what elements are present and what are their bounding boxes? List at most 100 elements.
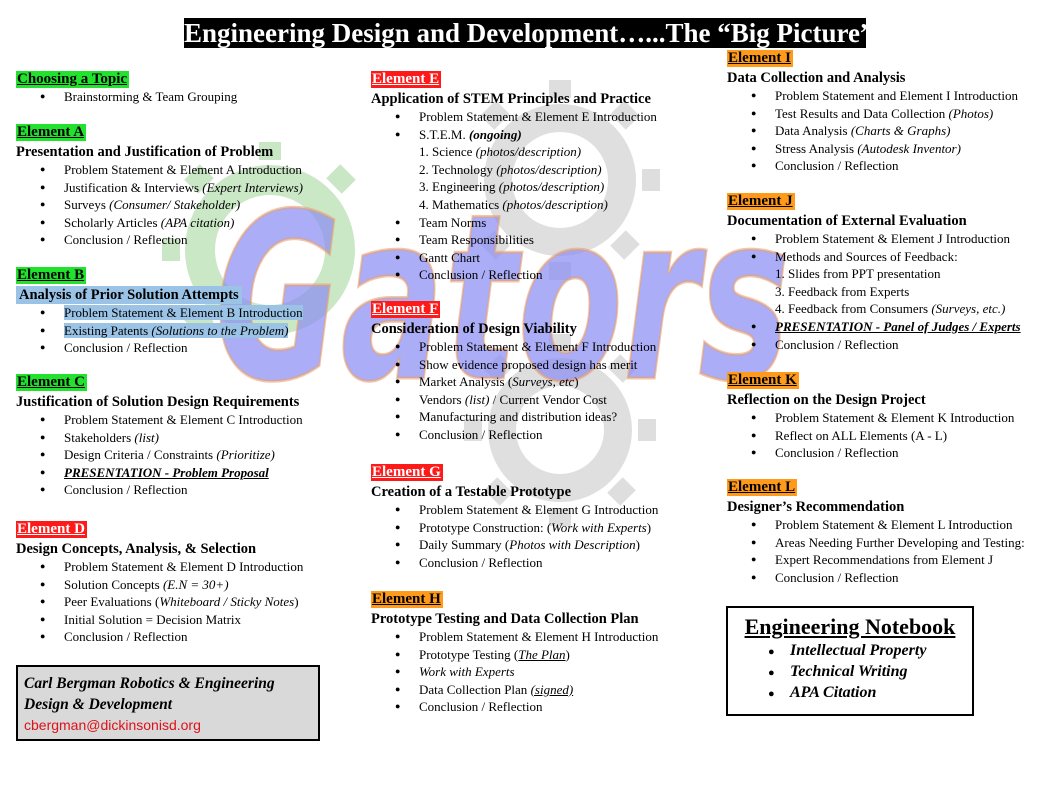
section-heading: Element J <box>727 193 795 210</box>
list-item: Problem Statement & Element B Introducti… <box>16 304 346 322</box>
list-item: Market Analysis (Surveys, etc) <box>371 373 701 391</box>
notebook-item: Technical Writing <box>736 661 964 684</box>
list-item: Areas Needing Further Developing and Tes… <box>727 534 1039 552</box>
list-item: Brainstorming & Team Grouping <box>16 88 346 106</box>
list-item: Conclusion / Reflection <box>727 336 1039 354</box>
list-item: Conclusion / Reflection <box>16 339 346 357</box>
item-list: Problem Statement & Element K Introducti… <box>727 409 1039 462</box>
engineering-notebook-box: Engineering Notebook Intellectual Proper… <box>726 606 974 716</box>
list-item: Problem Statement & Element G Introducti… <box>371 501 701 519</box>
section-element-j: Element J Documentation of External Eval… <box>727 192 1039 353</box>
section-element-l: Element L Designer’s Recommendation Prob… <box>727 478 1039 586</box>
list-item: Conclusion / Reflection <box>727 444 1039 462</box>
section-subtitle: Presentation and Justification of Proble… <box>16 144 274 160</box>
section-element-i: Element I Data Collection and Analysis P… <box>727 49 1039 175</box>
list-item: Solution Concepts (E.N = 30+) <box>16 576 346 594</box>
list-item: 2. Technology (photos/description) <box>419 161 602 177</box>
list-item: Team Responsibilities <box>371 231 701 249</box>
list-item: Problem Statement & Element L Introducti… <box>727 516 1039 534</box>
list-item: Initial Solution = Decision Matrix <box>16 611 346 629</box>
list-item: Data Analysis (Charts & Graphs) <box>727 122 1039 140</box>
section-heading: Element I <box>727 50 793 67</box>
item-list: Problem Statement & Element B Introducti… <box>16 304 346 357</box>
list-item: Conclusion / Reflection <box>16 481 346 499</box>
section-subtitle: Designer’s Recommendation <box>727 499 905 515</box>
list-item: Problem Statement & Element E Introducti… <box>371 108 701 126</box>
section-element-e: Element E Application of STEM Principles… <box>371 70 701 284</box>
list-item: Conclusion / Reflection <box>16 628 346 646</box>
section-subtitle: Reflection on the Design Project <box>727 392 926 408</box>
list-item: Stress Analysis (Autodesk Inventor) <box>727 140 1039 158</box>
list-item: Peer Evaluations (Whiteboard / Sticky No… <box>16 593 346 611</box>
section-subtitle: Justification of Solution Design Require… <box>16 394 300 410</box>
section-element-d: Element D Design Concepts, Analysis, & S… <box>16 520 346 646</box>
list-item: Test Results and Data Collection (Photos… <box>727 105 1039 123</box>
section-heading: Element H <box>371 591 443 608</box>
list-item: Design Criteria / Constraints (Prioritiz… <box>16 446 346 464</box>
notebook-list: Intellectual Property Technical Writing … <box>736 640 964 705</box>
notebook-title: Engineering Notebook <box>744 614 956 639</box>
item-list: Problem Statement & Element D Introducti… <box>16 558 346 646</box>
notebook-item: APA Citation <box>736 682 964 705</box>
section-element-a: Element A Presentation and Justification… <box>16 123 346 249</box>
list-item: PRESENTATION - Problem Proposal <box>16 464 346 482</box>
list-item: Surveys (Consumer/ Stakeholder) <box>16 196 346 214</box>
list-item: Problem Statement & Element K Introducti… <box>727 409 1039 427</box>
list-item: Scholarly Articles (APA citation) <box>16 214 346 232</box>
list-item: Prototype Testing (The Plan) <box>371 646 701 664</box>
list-item: Conclusion / Reflection <box>16 231 346 249</box>
list-item: Conclusion / Reflection <box>371 698 701 716</box>
list-item: Expert Recommendations from Element J <box>727 551 1039 569</box>
list-item: Conclusion / Reflection <box>727 569 1039 587</box>
author-info-box: Carl Bergman Robotics & Engineering Desi… <box>16 665 320 741</box>
list-item: Vendors (list) / Current Vendor Cost <box>371 391 701 409</box>
section-heading: Element G <box>371 464 443 481</box>
section-element-h: Element H Prototype Testing and Data Col… <box>371 590 701 716</box>
section-element-b: Element B Analysis of Prior Solution Att… <box>16 266 346 357</box>
list-item: Problem Statement & Element H Introducti… <box>371 628 701 646</box>
section-heading: Element L <box>727 479 798 496</box>
author-email: cbergman@dickinsonisd.org <box>24 717 201 733</box>
item-list: Problem Statement and Element I Introduc… <box>727 87 1039 175</box>
list-item: Show evidence proposed design has merit <box>371 356 701 374</box>
item-list: Problem Statement & Element G Introducti… <box>371 501 701 571</box>
list-item: Problem Statement & Element J Introducti… <box>727 230 1039 248</box>
item-list: Problem Statement & Element J Introducti… <box>727 230 1039 353</box>
section-heading: Element C <box>16 374 87 391</box>
list-item: PRESENTATION - Panel of Judges / Experts <box>727 318 1039 336</box>
list-item: Reflect on ALL Elements (A - L) <box>727 427 1039 445</box>
list-item: 4. Feedback from Consumers (Surveys, etc… <box>775 301 1006 317</box>
section-heading: Element E <box>371 71 442 88</box>
list-item: Manufacturing and distribution ideas? <box>371 408 701 426</box>
list-item: Conclusion / Reflection <box>727 157 1039 175</box>
section-subtitle: Application of STEM Principles and Pract… <box>371 91 651 107</box>
list-item: Gantt Chart <box>371 249 701 267</box>
section-element-k: Element K Reflection on the Design Proje… <box>727 371 1039 462</box>
list-item: Existing Patents (Solutions to the Probl… <box>16 322 346 340</box>
notebook-item: Intellectual Property <box>736 640 964 663</box>
list-item: Problem Statement & Element D Introducti… <box>16 558 346 576</box>
list-item: Problem Statement & Element A Introducti… <box>16 161 346 179</box>
list-item: Data Collection Plan (signed) <box>371 681 701 699</box>
section-subtitle: Data Collection and Analysis <box>727 70 906 86</box>
section-heading: Element K <box>727 372 799 389</box>
item-list: Problem Statement & Element C Introducti… <box>16 411 346 499</box>
list-item: 3. Engineering (photos/description) <box>419 179 605 195</box>
section-element-c: Element C Justification of Solution Desi… <box>16 373 346 499</box>
section-heading: Element A <box>16 124 87 141</box>
section-heading: Element B <box>16 267 87 284</box>
section-subtitle: Analysis of Prior Solution Attempts <box>16 286 242 304</box>
list-item: 3. Feedback from Experts <box>775 283 910 299</box>
author-name: Carl Bergman Robotics & Engineering <box>24 675 275 692</box>
section-subtitle: Creation of a Testable Prototype <box>371 484 572 500</box>
list-item: Methods and Sources of Feedback: <box>727 248 1039 266</box>
list-item: Problem Statement & Element C Introducti… <box>16 411 346 429</box>
list-item: Team Norms <box>371 214 701 232</box>
list-item: 1. Slides from PPT presentation <box>775 266 941 282</box>
list-item: S.T.E.M. (ongoing) <box>371 126 701 144</box>
item-list: Brainstorming & Team Grouping <box>16 88 346 106</box>
section-element-f: Element F Consideration of Design Viabil… <box>371 300 701 444</box>
section-subtitle: Design Concepts, Analysis, & Selection <box>16 541 257 557</box>
list-item: Conclusion / Reflection <box>371 426 701 444</box>
list-item: Conclusion / Reflection <box>371 266 701 284</box>
